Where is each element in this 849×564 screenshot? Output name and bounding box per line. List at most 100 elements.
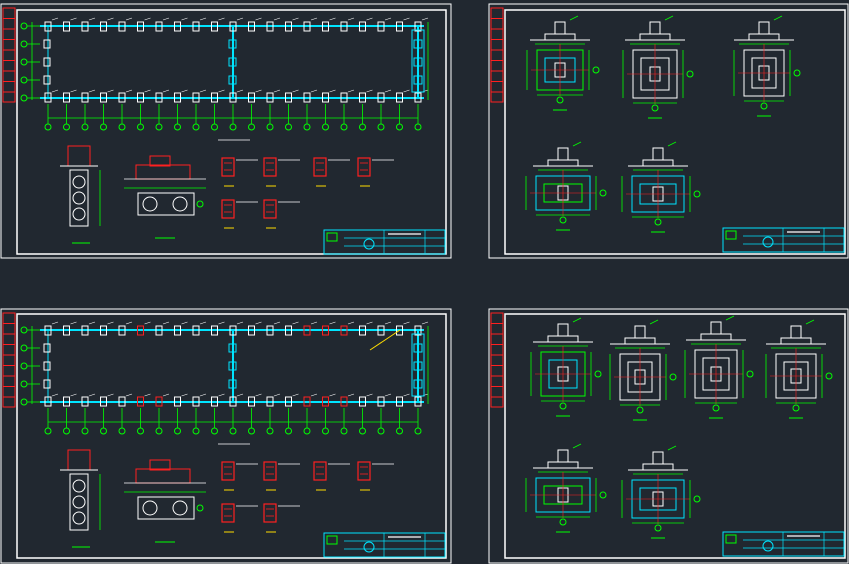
column-footing <box>118 325 126 336</box>
grid-axis-bubble <box>44 123 52 131</box>
grid-axis-bubble <box>599 491 607 499</box>
column-footing <box>228 361 237 371</box>
sheet-bottom-left[interactable] <box>0 308 452 564</box>
leader-line <box>649 319 659 325</box>
binding-strip <box>490 312 504 408</box>
leader-line <box>107 89 114 93</box>
column-footing <box>414 21 422 32</box>
grid-axis-bubble <box>322 123 329 131</box>
column-footing <box>266 92 274 103</box>
leader-line <box>329 321 336 325</box>
title-block-frame <box>323 532 446 558</box>
beam-section-rebar <box>263 157 277 177</box>
leader-line <box>725 315 735 321</box>
title-block <box>323 229 446 255</box>
grid-axis-bubble <box>712 404 720 412</box>
column-footing <box>174 21 181 32</box>
column-footing <box>340 21 348 32</box>
binding-strip-lines <box>491 18 503 93</box>
leader-line <box>366 17 373 21</box>
column-footing <box>63 325 70 336</box>
column-footing <box>100 396 107 407</box>
leader-line <box>236 89 244 93</box>
grid-axis-bubble <box>636 406 644 414</box>
leader-line <box>51 17 59 21</box>
seal-mark <box>363 238 375 250</box>
pile-cap-plan <box>137 192 195 216</box>
column-footing <box>303 21 311 32</box>
column-footing <box>211 21 218 32</box>
sheet-top-right[interactable] <box>488 3 849 259</box>
column-footing <box>377 396 385 407</box>
leader-line <box>366 393 373 397</box>
pile-circle <box>72 511 86 525</box>
leader-line <box>70 321 77 325</box>
column-footing <box>377 325 385 336</box>
leader-line <box>107 321 114 325</box>
beam-section-rebar <box>357 461 371 481</box>
beam-section-rebar <box>263 461 277 481</box>
grid-axis-bubble <box>211 123 218 131</box>
leader-line <box>421 321 429 325</box>
sheet-top-left[interactable] <box>0 3 452 259</box>
column-footing <box>44 92 52 103</box>
grid-axis-bubble <box>229 123 237 131</box>
foundation-sections <box>60 145 394 244</box>
column-footing <box>137 92 144 103</box>
leader-line <box>292 321 299 325</box>
binding-strip <box>2 312 16 408</box>
column-footing <box>228 379 237 389</box>
leader-line <box>421 17 429 21</box>
leader-line <box>51 393 59 397</box>
grid-axis-bubble <box>303 123 311 131</box>
column-footing <box>303 396 311 407</box>
leader-line <box>144 321 151 325</box>
column-footing <box>44 325 52 336</box>
grid-axis-bubble <box>340 427 348 435</box>
pile-circle <box>72 495 86 509</box>
column-footing <box>285 396 292 407</box>
leader-line <box>310 321 318 325</box>
pile-shaft <box>69 473 89 531</box>
beam-section-rebar <box>313 461 327 481</box>
column-footing <box>322 325 329 336</box>
column-footing <box>266 396 274 407</box>
column-footing <box>413 57 423 67</box>
sheet-bottom-right[interactable] <box>488 308 849 564</box>
leader-line <box>255 89 262 93</box>
column-footing <box>44 21 52 32</box>
pile-circle <box>72 207 86 221</box>
grid-axis-bubble <box>693 190 701 198</box>
leader-line <box>310 89 318 93</box>
leader-line <box>292 393 299 397</box>
grid-axis-bubble <box>396 123 403 131</box>
grid-axis-bubble <box>248 427 255 435</box>
grid-axis-bubble <box>192 427 200 435</box>
binding-strip-lines <box>491 323 503 398</box>
column-footing <box>414 92 422 103</box>
footing-details <box>525 315 833 539</box>
leader-line <box>162 89 170 93</box>
column-footing <box>303 325 311 336</box>
grid-axis-bubble <box>654 524 662 532</box>
column-footing <box>174 396 181 407</box>
grid-axis-bubble <box>414 123 422 131</box>
leader-line <box>162 321 170 325</box>
column-footing <box>303 92 311 103</box>
foundation-plan <box>20 17 429 141</box>
column-footing <box>137 325 144 336</box>
leader-line <box>329 17 336 21</box>
pile-circle <box>72 479 86 493</box>
column-footing <box>155 92 163 103</box>
column-footing <box>43 361 51 371</box>
grid-axis-bubble <box>594 370 602 378</box>
leader-line <box>273 393 281 397</box>
column-footing <box>229 92 237 103</box>
binding-strip <box>490 7 504 103</box>
leader-line <box>255 393 262 397</box>
column-footing <box>413 361 423 371</box>
grid-axis-bubble <box>63 123 70 131</box>
leader-line <box>162 393 170 397</box>
column-footing <box>43 57 51 67</box>
column-footing <box>155 396 163 407</box>
